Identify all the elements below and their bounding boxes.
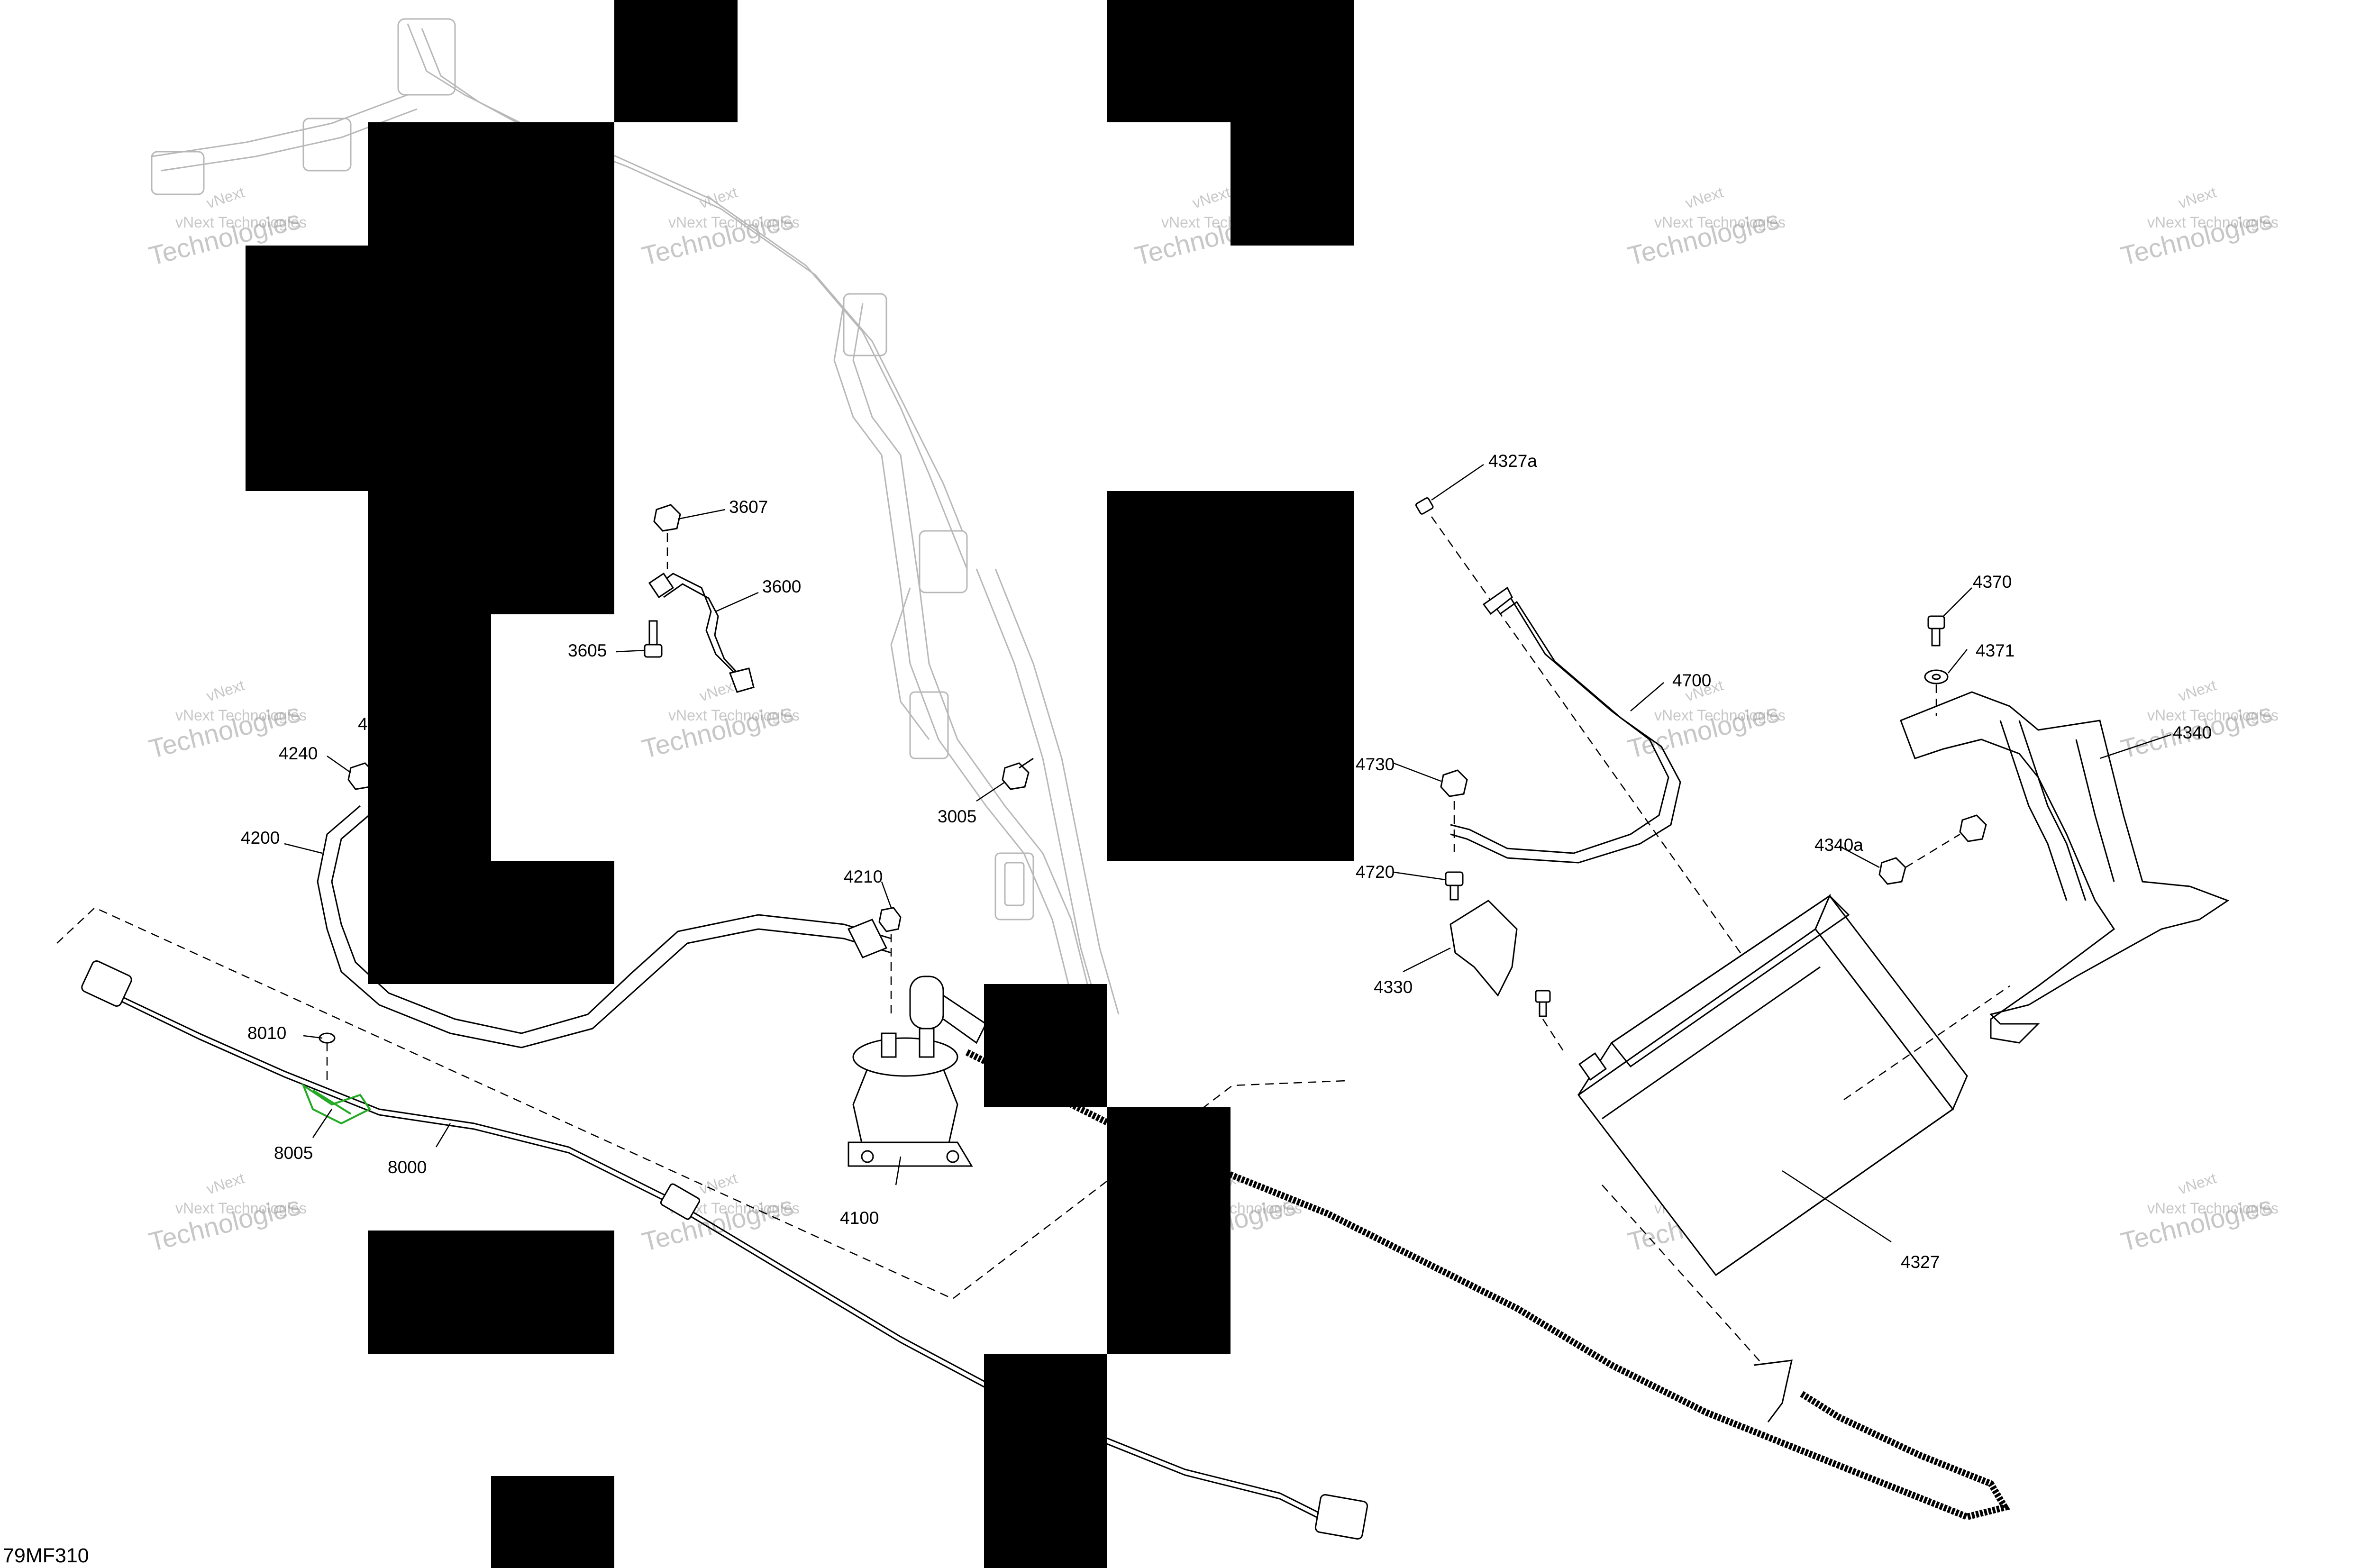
cable-4200 [317, 805, 892, 1048]
redaction-block-5 [246, 246, 368, 491]
nut-4210 [878, 907, 902, 1014]
svg-text:vNext Technologies: vNext Technologies [668, 707, 800, 724]
assembly-outline [56, 907, 1347, 1300]
redaction-block-6 [368, 614, 491, 984]
svg-text:vNext: vNext [204, 1169, 246, 1198]
callout-4370: 4370 [1973, 572, 2012, 592]
svg-text:vNext Technologies: vNext Technologies [2147, 1200, 2279, 1217]
callout-3005: 3005 [938, 807, 976, 826]
bolt-4327a [1415, 497, 1764, 1366]
bolt-3605 [644, 620, 663, 658]
svg-text:vNext Technologies: vNext Technologies [2147, 214, 2279, 231]
nut-3607 [653, 504, 681, 569]
svg-text:vNext: vNext [2176, 1169, 2218, 1198]
connector-8000-end-a [81, 960, 132, 1007]
bolt-3005 [1002, 757, 1034, 790]
cable-4700 [1450, 586, 1681, 864]
redaction-block-13 [491, 1476, 614, 1568]
callout-4210: 4210 [844, 867, 883, 886]
svg-text:vNext Technologies: vNext Technologies [668, 214, 800, 231]
svg-text:vNext: vNext [2176, 676, 2218, 705]
battery-4327 [1577, 893, 1968, 1276]
callout-4-partial: 4 [358, 714, 368, 734]
svg-text:vNext: vNext [1683, 183, 1725, 212]
callout-3600: 3600 [762, 577, 801, 596]
callout-3607: 3607 [729, 497, 768, 517]
svg-text:vNext: vNext [1190, 183, 1232, 212]
leader-lines [284, 464, 2171, 1243]
fastener-8010 [319, 1032, 336, 1085]
redaction-block-9 [984, 984, 1107, 1107]
callout-8005: 8005 [274, 1143, 313, 1163]
svg-text:vNext: vNext [204, 183, 246, 212]
washer-4371 [1924, 669, 1949, 716]
svg-text:vNext: vNext [204, 676, 246, 705]
redaction-block-4 [368, 122, 614, 614]
svg-text:vNext Technologies: vNext Technologies [175, 707, 307, 724]
nut-4340a [1843, 814, 2010, 1101]
svg-text:vNext: vNext [697, 1169, 739, 1198]
redaction-block-10 [1107, 1107, 1231, 1354]
callout-4240: 4240 [279, 744, 318, 763]
callout-4327: 4327 [1901, 1252, 1940, 1272]
ghost-main-harness [151, 18, 1120, 1015]
bolt-4370 [1927, 615, 1945, 647]
callout-4340a: 4340a [1814, 835, 1863, 855]
redaction-block-3 [1231, 122, 1354, 246]
starter-harness [965, 1049, 2010, 1521]
bracket-4340 [1900, 691, 2230, 1044]
redaction-block-8 [1107, 491, 1354, 861]
redaction-block-12 [984, 1354, 1107, 1568]
solenoid-4100 [848, 975, 987, 1167]
redaction-blocks [246, 0, 1354, 1568]
svg-text:vNext Technologies: vNext Technologies [175, 214, 307, 231]
svg-text:vNext Technologies: vNext Technologies [1654, 707, 1786, 724]
drawing-id: 79MF310 [3, 1544, 89, 1567]
nut-4730 [1440, 769, 1468, 858]
callout-8000: 8000 [388, 1158, 427, 1177]
svg-text:vNext Technologies: vNext Technologies [2147, 707, 2279, 724]
clip-8000-mid [660, 1183, 701, 1220]
callout-labels: 3607 3600 3605 3005 4 4240 4200 4210 410… [241, 451, 2212, 1272]
svg-text:vNext Technologies: vNext Technologies [1654, 214, 1786, 231]
cover-4330 [1449, 900, 1565, 1053]
redaction-block-11 [368, 1231, 614, 1354]
redaction-block-1 [614, 0, 738, 122]
callout-4720: 4720 [1356, 862, 1395, 882]
callout-4100: 4100 [840, 1208, 879, 1228]
callout-8010: 8010 [247, 1023, 286, 1043]
bolt-4720 [1445, 871, 1464, 901]
clip-8005 [301, 1083, 371, 1125]
callout-4700: 4700 [1672, 671, 1711, 690]
callout-4327a: 4327a [1488, 451, 1537, 471]
connector-8000-end-b [1314, 1494, 1368, 1540]
callout-4371: 4371 [1976, 641, 2014, 660]
redaction-block-2 [1107, 0, 1354, 122]
callout-4730: 4730 [1356, 755, 1395, 774]
redaction-block-7 [491, 861, 614, 984]
callout-4200: 4200 [241, 828, 280, 848]
cable-8000 [81, 960, 1368, 1540]
svg-text:vNext Technologies: vNext Technologies [175, 1200, 307, 1217]
callout-3605: 3605 [568, 641, 607, 660]
callout-4340: 4340 [2173, 723, 2212, 742]
callout-4330: 4330 [1374, 977, 1413, 997]
svg-text:vNext: vNext [2176, 183, 2218, 212]
cable-3600 [648, 572, 755, 693]
